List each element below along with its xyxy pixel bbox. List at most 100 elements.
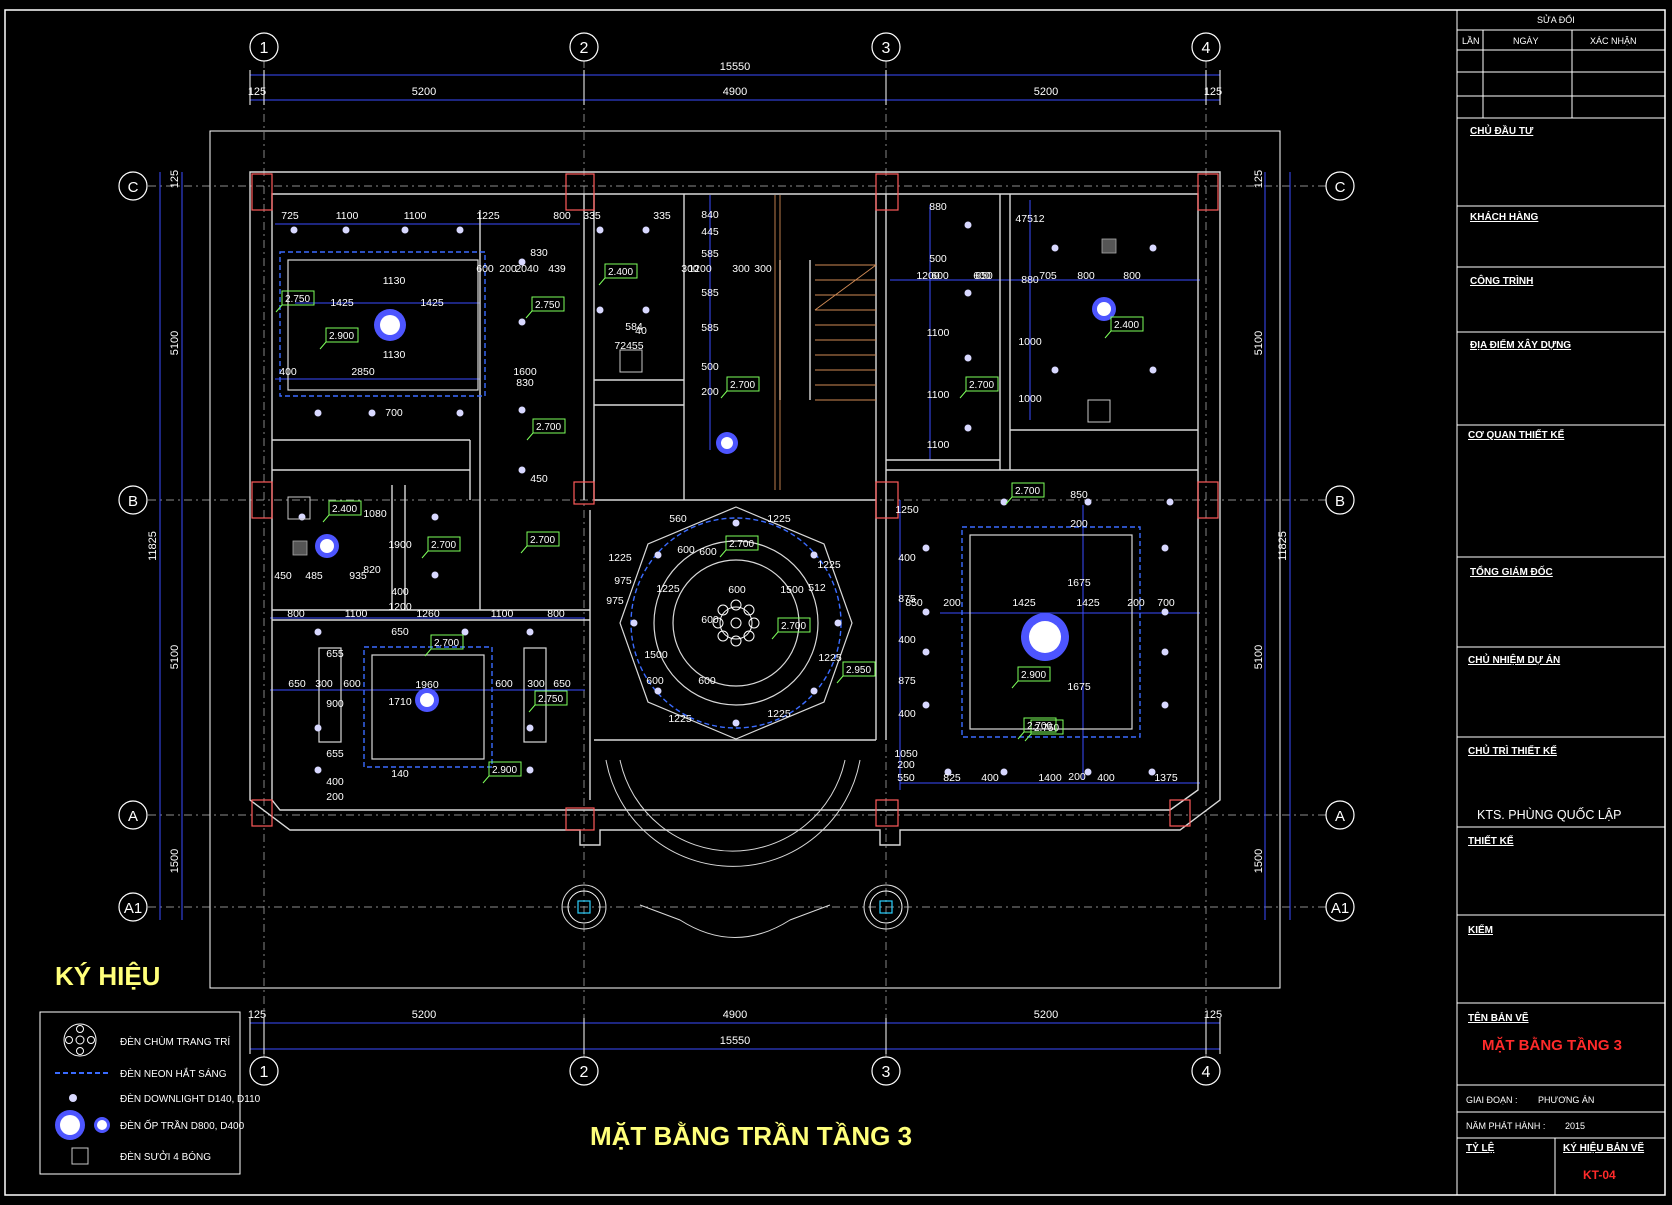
level-tag-text: 2.700	[434, 638, 459, 649]
room-dim-label: 875	[898, 675, 916, 687]
title-block-frame	[1456, 9, 1666, 1196]
ceiling-lights	[315, 297, 1116, 712]
room-dim-label: 850	[905, 597, 923, 609]
checker-label: KIỂM	[1468, 925, 1493, 936]
grid-bubble-circle	[118, 485, 148, 515]
room-dim-label: 400	[898, 552, 916, 564]
lead-designer-label: CHỦ TRÌ THIẾT KẾ	[1468, 746, 1557, 757]
grid-bubble-label: 1	[260, 1064, 269, 1081]
room-dim-label: 200	[897, 759, 915, 771]
room-dim-label: 600	[698, 675, 716, 687]
revision-col-approve: XÁC NHẬN	[1590, 36, 1637, 46]
room-dim-label: 1960	[415, 679, 439, 691]
room-dim-label: 880	[929, 201, 947, 213]
room-dim-label: 560	[669, 513, 687, 525]
room-dim-label: 1425	[1076, 597, 1100, 609]
room-dim-label: 200	[943, 597, 961, 609]
level-tag-box	[1017, 666, 1051, 682]
grid-bubble-label: A1	[1331, 900, 1349, 917]
dimension-lines	[159, 74, 1291, 1050]
legend-label-ceiling-light: ĐÈN ỐP TRẦN D800, D400	[120, 1118, 245, 1132]
room-dim-label: 725	[281, 210, 299, 222]
grid-bubble-label: C	[1335, 179, 1346, 196]
room-dim-label: 439	[548, 263, 566, 275]
room-dim-label: 200	[1068, 771, 1086, 783]
dimension-ticks	[249, 70, 1221, 1054]
room-dim-label: 335	[653, 210, 671, 222]
client-label: KHÁCH HÀNG	[1470, 212, 1539, 223]
level-tag-box	[725, 535, 759, 551]
room-dim-label: 1100	[927, 439, 950, 451]
level-tag-box	[427, 536, 461, 552]
grid-bubble-label: 3	[882, 40, 891, 57]
room-dim-label: 400	[391, 586, 409, 598]
room-dim-label: 600	[728, 584, 746, 596]
grid-bubble-circle	[118, 171, 148, 201]
grid-bubble-label: A	[128, 808, 138, 825]
room-dim-label: 300	[754, 263, 772, 275]
room-dim-label: 400	[326, 776, 344, 788]
room-dim-label: 200	[1070, 518, 1088, 530]
level-tag-box	[1030, 719, 1064, 735]
level-tag-text: 2.400	[1114, 320, 1139, 331]
level-tag-text: 2.900	[492, 765, 517, 776]
level-tag-text: 2.900	[1021, 670, 1046, 681]
level-tag-text: 2.750	[538, 694, 563, 705]
level-tag-text: 2.750	[285, 294, 310, 305]
room-dim-label: 600	[646, 675, 664, 687]
room-dim-label: 850	[1070, 489, 1088, 501]
level-tag-box	[604, 263, 638, 279]
room-dim-label: 1675	[1067, 577, 1091, 589]
level-tag-leader	[322, 514, 330, 523]
sheet-label: KÝ HIỆU BẢN VẼ	[1563, 1143, 1645, 1154]
dim-left-part: 125	[169, 170, 181, 188]
project-label: CÔNG TRÌNH	[1470, 276, 1534, 287]
scale-label: TỶ LỆ	[1466, 1143, 1495, 1154]
level-tag-leader	[482, 775, 490, 784]
level-tag-box	[1110, 316, 1144, 332]
room-dim-label: 1000	[1018, 393, 1042, 405]
room-dim-label: 72455	[614, 340, 643, 352]
room-dim-label: 1250	[895, 504, 919, 516]
level-tag-text: 2.700	[1015, 486, 1040, 497]
room-dim-label: 825	[943, 772, 961, 784]
level-tag-box	[526, 531, 560, 547]
room-dim-label: 1225	[818, 652, 842, 664]
level-tag-leader	[275, 304, 283, 313]
grid-bubble-circle	[569, 32, 599, 62]
room-dim-label: 880	[1021, 274, 1039, 286]
legend-title: KÝ HIỆU	[55, 961, 160, 991]
sheet-number: KT-04	[1583, 1168, 1616, 1182]
room-dim-label: 1225	[817, 559, 841, 571]
vent-squares	[292, 238, 1117, 556]
level-tag-box	[1023, 717, 1057, 733]
dim-bottom-part: 125	[1204, 1009, 1222, 1021]
room-dim-label: 875	[898, 593, 916, 605]
grid-bubble-circle	[249, 1056, 279, 1086]
level-tag-box	[842, 661, 876, 677]
dim-bottom-part: 125	[248, 1009, 266, 1021]
director-label: TỔNG GIÁM ĐỐC	[1470, 567, 1553, 578]
level-tag-text: 2.400	[332, 504, 357, 515]
level-tag-box	[534, 690, 568, 706]
grid-bubble-label: A	[1335, 808, 1345, 825]
phase-value: PHƯƠNG ÁN	[1538, 1095, 1595, 1105]
revision-col-date: NGÀY	[1513, 36, 1539, 46]
project-manager-label: CHỦ NHIỆM DỰ ÁN	[1468, 655, 1561, 666]
room-dim-label: 650	[391, 626, 409, 638]
phase-label: GIAI ĐOẠN :	[1466, 1095, 1518, 1105]
grid-bubble-circle	[1325, 892, 1355, 922]
dim-bottom-part: 5200	[1034, 1009, 1058, 1021]
level-tag-box	[430, 634, 464, 650]
room-dim-label: 1100	[336, 210, 359, 222]
room-dim-label: 800	[1123, 270, 1141, 282]
lead-designer-name: KTS. PHÙNG QUỐC LẬP	[1477, 808, 1622, 822]
room-dim-label: 650	[288, 678, 306, 690]
room-dim-label: 600	[495, 678, 513, 690]
room-dim-label: 500	[929, 253, 947, 265]
dim-top-total: 15550	[720, 61, 751, 73]
stairs	[774, 195, 877, 490]
